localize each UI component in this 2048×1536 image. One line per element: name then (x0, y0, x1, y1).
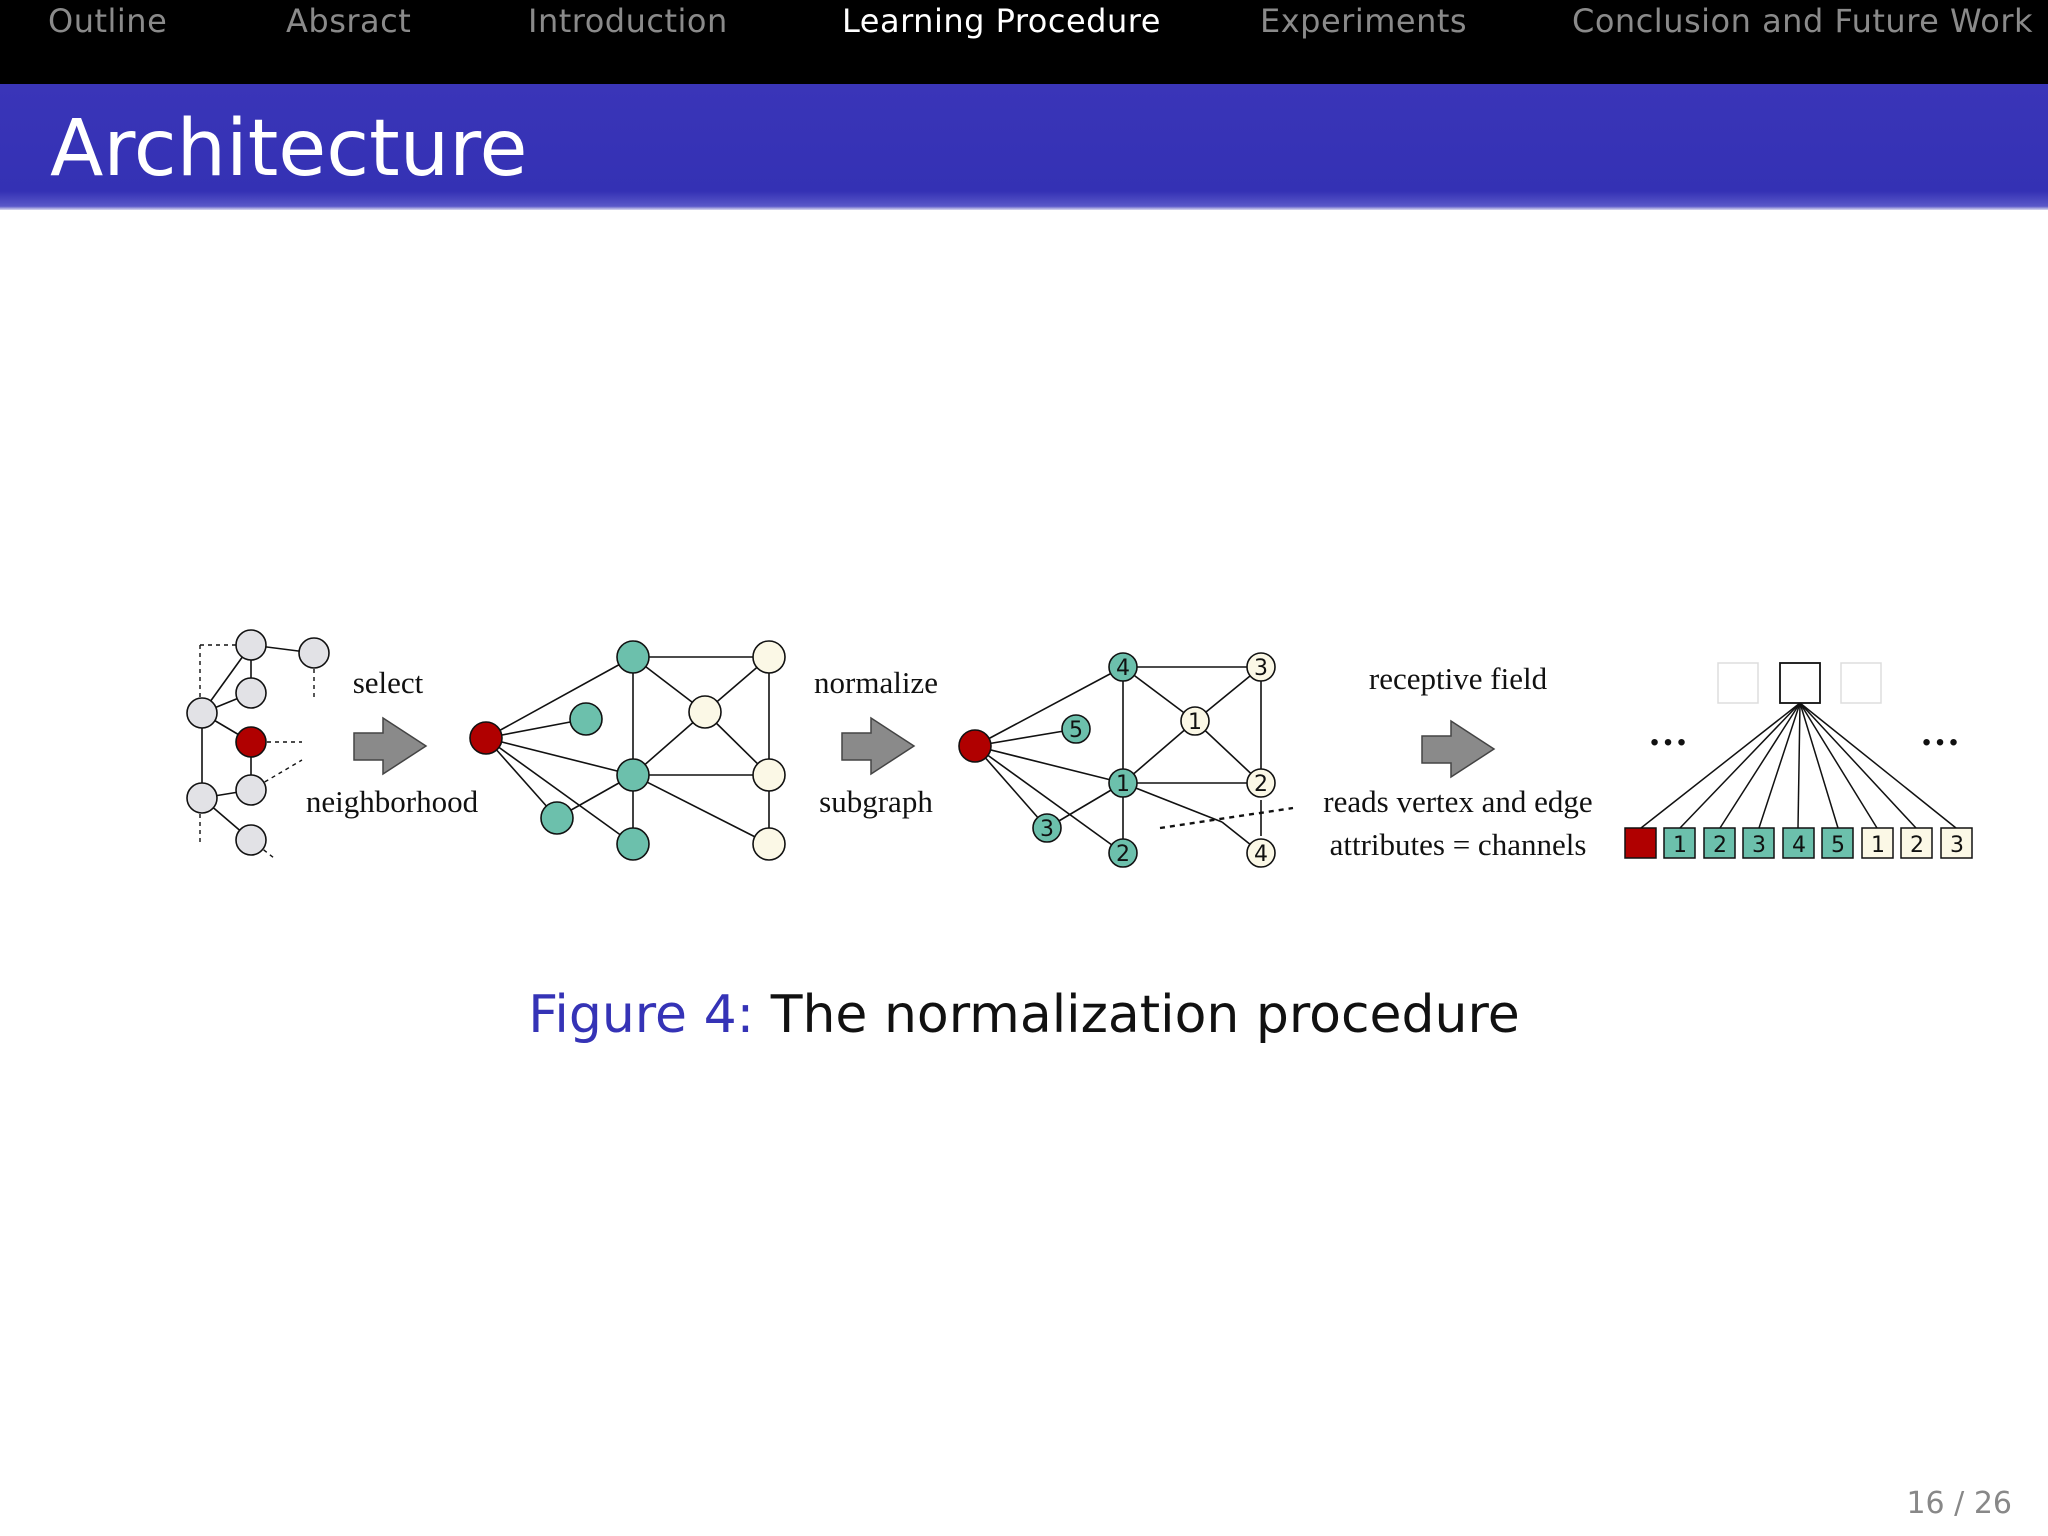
svg-text:2: 2 (1254, 772, 1268, 797)
cream-node-1: 1 (1180, 706, 1210, 736)
graph-node (235, 824, 267, 856)
neighbor-node (569, 702, 603, 736)
channel-number: 1 (1871, 833, 1885, 858)
root-node (469, 721, 503, 755)
svg-text:1: 1 (1188, 710, 1202, 735)
input-graph-nodes (186, 629, 330, 856)
label-normalize: normalize (814, 665, 938, 700)
output-cell-left (1717, 662, 1759, 704)
nav-item-outline[interactable]: Outline (48, 2, 168, 40)
figure-caption-text: The normalization procedure (770, 985, 1520, 1045)
graph-node (235, 677, 267, 709)
neighbor-node (540, 801, 574, 835)
graph-node (186, 697, 218, 729)
graph-node (235, 774, 267, 806)
outer-node (752, 640, 786, 674)
neighborhood-graph-nodes (469, 640, 786, 861)
output-cell-right (1840, 662, 1882, 704)
figure-caption: Figure 4: The normalization procedure (0, 985, 2048, 1045)
svg-text:1: 1 (1116, 772, 1130, 797)
label-subgraph: subgraph (819, 784, 933, 819)
channel-number: 5 (1831, 833, 1845, 858)
channel-cell (1782, 827, 1815, 859)
outer-node (688, 695, 722, 729)
channel-number: 3 (1950, 833, 1964, 858)
figure-caption-label: Figure 4: (528, 985, 755, 1045)
channel-number: 3 (1752, 833, 1766, 858)
root-node (235, 726, 267, 758)
outer-node (752, 758, 786, 792)
ellipsis-left: … (1648, 709, 1688, 754)
cream-node-3: 3 (1246, 652, 1276, 682)
channel-number: 2 (1910, 833, 1924, 858)
graph-node (298, 637, 330, 669)
channel-number: 2 (1713, 833, 1727, 858)
channel-cell (1861, 827, 1894, 859)
arrow-icon (353, 716, 428, 776)
cream-node-4: 4 (1246, 838, 1276, 868)
channel-cell (1742, 827, 1775, 859)
channel-cell (1900, 827, 1933, 859)
neighbor-node (616, 640, 650, 674)
nav-item-absract[interactable]: Absract (286, 2, 412, 40)
svg-text:4: 4 (1254, 842, 1268, 867)
label-reads-line1: reads vertex and edge (1323, 784, 1592, 819)
teal-node-3: 3 (1032, 813, 1062, 843)
top-navigation-bar: Outline Absract Introduction Learning Pr… (0, 0, 2048, 84)
svg-text:3: 3 (1040, 817, 1054, 842)
arrow-icon (841, 716, 916, 776)
teal-node-2: 2 (1108, 838, 1138, 868)
teal-node-1: 1 (1108, 768, 1138, 798)
label-neighborhood: neighborhood (306, 784, 479, 819)
nav-item-conclusion[interactable]: Conclusion and Future Work (1572, 2, 2034, 40)
teal-node-5: 5 (1061, 714, 1091, 744)
channel-cell-root (1624, 827, 1657, 859)
svg-text:5: 5 (1069, 718, 1083, 743)
ellipsis-right: … (1920, 709, 1960, 754)
neighbor-node (616, 758, 650, 792)
graph-node (186, 782, 218, 814)
neighbor-node (616, 827, 650, 861)
svg-text:3: 3 (1254, 656, 1268, 681)
title-bar: Architecture (0, 84, 2048, 210)
channel-cell (1663, 827, 1696, 859)
normalized-graph-nodes: 1 2 3 4 5 1 2 3 4 (958, 652, 1276, 868)
graph-node (235, 629, 267, 661)
slide-title: Architecture (50, 104, 528, 194)
label-select: select (353, 665, 424, 700)
channel-cell (1940, 827, 1973, 859)
output-cell-center (1779, 662, 1821, 704)
page-number: 16 / 26 (1906, 1486, 2012, 1521)
svg-text:4: 4 (1116, 656, 1130, 681)
neighborhood-graph (485, 656, 770, 845)
cream-node-2: 2 (1246, 768, 1276, 798)
nav-item-experiments[interactable]: Experiments (1260, 2, 1468, 40)
nav-item-learning-procedure[interactable]: Learning Procedure (842, 2, 1161, 40)
teal-node-4: 4 (1108, 652, 1138, 682)
normalized-graph (974, 666, 1262, 854)
receptive-field-diagram: … … 1 2 3 4 5 1 2 3 (1624, 662, 1973, 859)
svg-text:2: 2 (1116, 842, 1130, 867)
root-node (958, 729, 992, 763)
outer-node (752, 827, 786, 861)
arrow-icon (1421, 719, 1496, 779)
label-receptive-field: receptive field (1369, 661, 1548, 696)
cut-line (1159, 806, 1294, 830)
channel-cell (1703, 827, 1736, 859)
channel-number: 4 (1792, 833, 1806, 858)
channel-cell (1821, 827, 1854, 859)
label-reads-line2: attributes = channels (1330, 827, 1587, 862)
nav-item-introduction[interactable]: Introduction (528, 2, 728, 40)
channel-number: 1 (1673, 833, 1687, 858)
